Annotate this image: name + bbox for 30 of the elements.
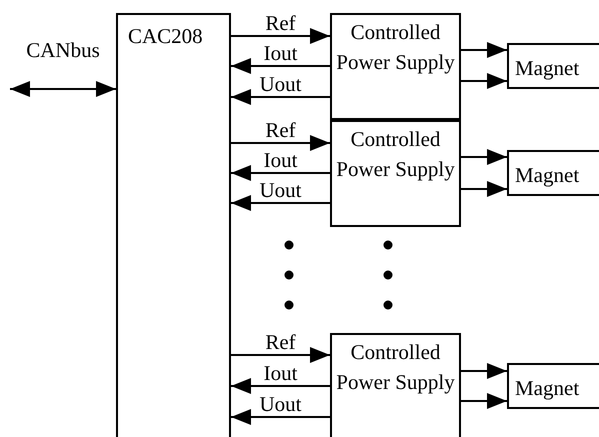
arrow xyxy=(461,42,507,58)
arrow xyxy=(461,149,507,165)
power-supply-box xyxy=(330,120,461,227)
arrow xyxy=(461,363,507,379)
node-label: Magnet xyxy=(515,162,580,189)
arrow xyxy=(231,347,330,363)
node-label: Controlled Power Supply xyxy=(335,339,456,396)
arrow xyxy=(461,393,507,409)
node-label: Controlled Power Supply xyxy=(335,19,456,76)
node-label: Magnet xyxy=(515,375,580,402)
magnet-box xyxy=(507,150,599,196)
arrow xyxy=(231,28,330,44)
arrow xyxy=(231,135,330,151)
arrow xyxy=(231,409,330,425)
arrow xyxy=(231,89,330,105)
arrow xyxy=(461,73,507,89)
arrow xyxy=(231,378,330,394)
power-supply-box xyxy=(330,333,461,437)
power-supply-box xyxy=(330,13,461,120)
node-label: Controlled Power Supply xyxy=(335,126,456,183)
controller-box xyxy=(116,13,231,437)
magnet-box xyxy=(507,363,599,409)
node-label: Magnet xyxy=(515,55,580,82)
node-label: CAC208 xyxy=(128,23,203,50)
arrow xyxy=(10,81,116,97)
arrow xyxy=(231,165,330,181)
arrow xyxy=(231,58,330,74)
arrow xyxy=(231,195,330,211)
arrow xyxy=(461,181,507,197)
magnet-box xyxy=(507,43,599,89)
